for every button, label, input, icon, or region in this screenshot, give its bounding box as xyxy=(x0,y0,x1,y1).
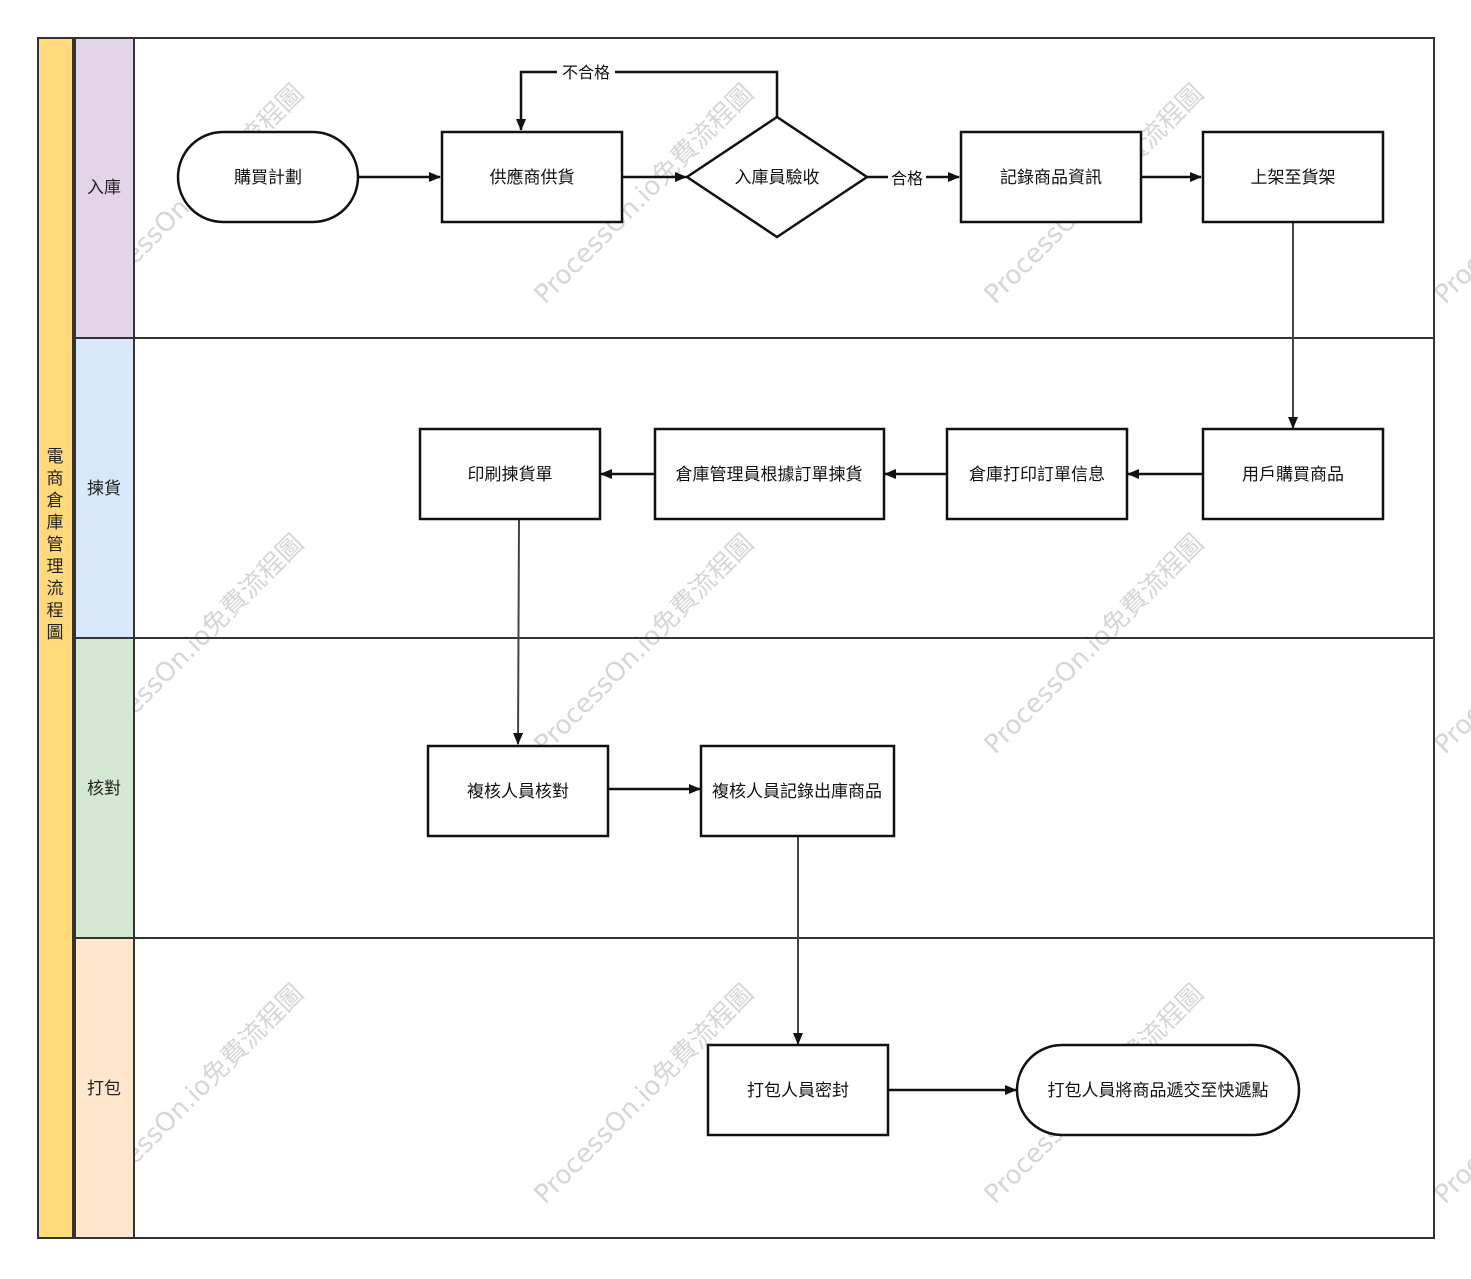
watermark-text: ProcessOn.io免費流程圖 xyxy=(1429,79,1471,310)
node-shelve[interactable] xyxy=(1201,130,1385,224)
edge-label-fail: 不合格 xyxy=(562,63,610,82)
node-deliver[interactable] xyxy=(1015,1043,1301,1137)
diagram-title-char: 流 xyxy=(47,579,64,599)
node-user-buy-label: 用戶購買商品 xyxy=(1242,465,1344,485)
node-reviewer-check-label: 複核人員核對 xyxy=(467,782,569,802)
diagram-title-char: 商 xyxy=(47,469,64,489)
diagram-title-char: 倉 xyxy=(47,491,64,511)
node-packer-seal[interactable] xyxy=(706,1043,890,1137)
edge-label-pass: 合格 xyxy=(891,169,923,188)
node-print-order[interactable] xyxy=(945,427,1129,521)
diagram-title-char: 理 xyxy=(47,557,64,577)
diagram-title: 電商倉庫管理流程圖 xyxy=(47,447,64,643)
node-reviewer-record-label: 複核人員記錄出庫商品 xyxy=(712,782,882,802)
node-reviewer-record[interactable] xyxy=(699,744,896,838)
watermark-text: ProcessOn.io免費流程圖 xyxy=(1429,529,1471,760)
node-print-pick-list-label: 印刷揀貨單 xyxy=(468,465,553,485)
node-supplier-supply-label: 供應商供貨 xyxy=(490,167,575,188)
node-manager-pick-label: 倉庫管理員根據訂單揀貨 xyxy=(676,465,863,485)
node-user-buy[interactable] xyxy=(1201,427,1385,521)
node-inspection-label: 入庫員驗收 xyxy=(735,168,820,188)
lane-label-picking: 揀貨 xyxy=(87,479,121,499)
node-inspection-decision[interactable] xyxy=(684,115,870,239)
node-reviewer-check[interactable] xyxy=(426,744,610,838)
edge-label-bg xyxy=(557,61,615,83)
node-print-pick-list[interactable] xyxy=(418,427,602,521)
node-supplier-supply[interactable] xyxy=(440,130,624,224)
diagram-title-char: 管 xyxy=(47,535,64,555)
node-packer-seal-label: 打包人員密封 xyxy=(747,1081,849,1101)
node-print-order-label: 倉庫打印訂單信息 xyxy=(969,465,1105,485)
lane-label-pack: 打包 xyxy=(87,1079,121,1099)
edge-picklist-to-check xyxy=(513,518,524,745)
node-record-info-label: 記錄商品資訊 xyxy=(1000,168,1102,188)
connectors xyxy=(358,70,1298,1095)
diagram-title-char: 電 xyxy=(47,447,64,467)
node-shelve-label: 上架至貨架 xyxy=(1251,168,1336,188)
node-record-info[interactable] xyxy=(959,130,1143,224)
diagram-title-char: 庫 xyxy=(47,513,64,533)
node-purchase-plan[interactable] xyxy=(176,130,360,224)
watermark-text: ProcessOn.io免費流程圖 xyxy=(979,529,1210,760)
lane-header-check xyxy=(74,637,135,939)
edge-inspection-fail-loop xyxy=(516,70,779,131)
lane-header-pack xyxy=(74,937,135,1239)
lane-header-picking xyxy=(74,337,135,639)
watermark-text: ProcessOn.io免費流程圖 xyxy=(1429,979,1471,1210)
node-manager-pick[interactable] xyxy=(653,427,886,521)
node-purchase-plan-label: 購買計劃 xyxy=(234,168,302,188)
watermark-layer: ProcessOn.io免費流程圖 ProcessOn.io免費流程圖 Proces… xyxy=(79,79,1471,1210)
diagram-title-char: 程 xyxy=(47,601,64,621)
diagram-title-char: 圖 xyxy=(47,623,64,643)
pool-header xyxy=(37,37,74,1239)
watermark-text: ProcessOn.io免費流程圖 xyxy=(529,529,760,760)
lane-label-inbound: 入庫 xyxy=(87,178,121,198)
lane-label-check: 核對 xyxy=(87,779,121,799)
node-deliver-label: 打包人員將商品遞交至快遞點 xyxy=(1048,1081,1269,1101)
